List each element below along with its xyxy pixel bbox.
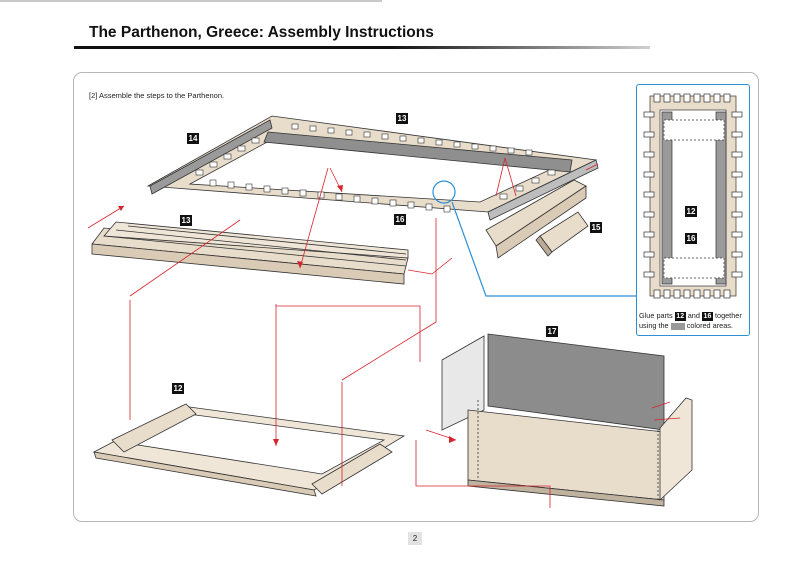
color-swatch — [670, 322, 685, 330]
part-label-17: 17 — [546, 326, 558, 337]
part-label-13-left: 13 — [180, 215, 192, 226]
page-number: 2 — [408, 532, 422, 545]
arrow-heads — [118, 185, 456, 446]
top-frame — [146, 115, 599, 221]
note-prefix: Glue parts — [639, 311, 673, 320]
callout-link — [432, 180, 636, 297]
note-part-b: 16 — [701, 311, 713, 321]
part-label-13-top: 13 — [396, 113, 408, 124]
note-line2-prefix: using the — [639, 321, 669, 330]
note-and: and — [687, 311, 700, 320]
note-line2-suffix: colored areas. — [686, 321, 733, 330]
box-piece — [441, 333, 693, 507]
note-suffix: together — [714, 311, 742, 320]
note-part-a: 12 — [674, 311, 686, 321]
part-label-14: 14 — [187, 133, 199, 144]
long-step-piece — [91, 221, 409, 285]
step-instruction: [2] Assemble the steps to the Parthenon. — [89, 91, 225, 100]
page-title: The Parthenon, Greece: Assembly Instruct… — [89, 24, 434, 41]
inset-detail — [643, 93, 743, 299]
inset-label-16: 16 — [685, 233, 697, 244]
part-label-12: 12 — [172, 383, 184, 394]
top-decor-line — [0, 0, 382, 2]
part-label-16: 16 — [394, 214, 406, 225]
title-rule — [74, 46, 650, 49]
inset-callout-box — [636, 84, 750, 336]
inset-label-12: 12 — [685, 206, 697, 217]
base-piece — [92, 403, 406, 497]
part-label-15: 15 — [590, 222, 602, 233]
right-piece — [485, 179, 589, 259]
glue-note: Glue parts 12 and 16 together using the … — [639, 311, 751, 331]
